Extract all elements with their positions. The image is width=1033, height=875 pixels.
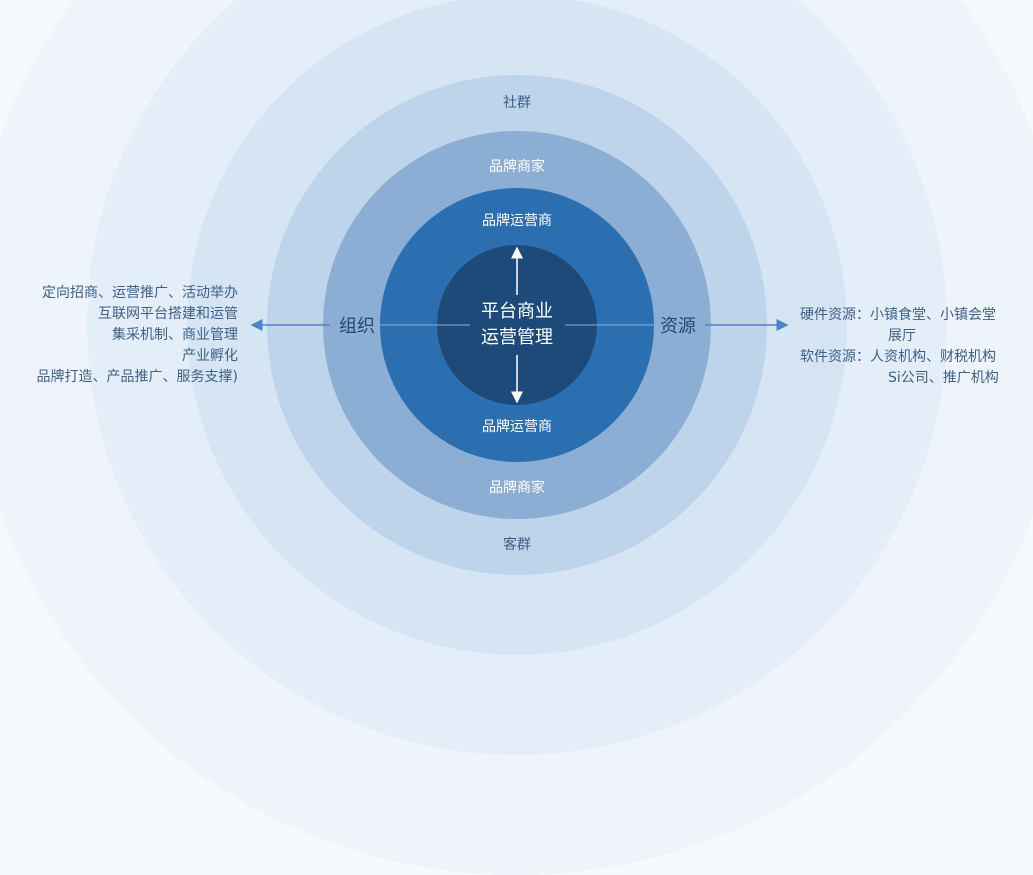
label-top-inner: 品牌运营商 <box>482 213 552 229</box>
center-title: 平台商业 运营管理 <box>481 299 553 351</box>
label-bottom-mid: 品牌商家 <box>489 480 545 496</box>
center-line-2: 运营管理 <box>481 327 553 348</box>
hardware-label: 硬件资源： <box>800 307 870 323</box>
label-customers: 客群 <box>503 537 531 553</box>
left-line: 集采机制、商业管理 <box>112 327 238 343</box>
hardware-line-2: 展厅 <box>888 328 916 344</box>
center-line-1: 平台商业 <box>481 301 553 322</box>
software-line-2: Si公司、推广机构 <box>888 370 999 386</box>
label-resources: 资源 <box>660 316 696 337</box>
arrows <box>250 246 789 404</box>
label-community: 社群 <box>503 95 531 111</box>
left-line: 定向招商、运营推广、活动举办 <box>42 285 238 301</box>
label-organization: 组织 <box>339 316 375 337</box>
right-description: 硬件资源：小镇食堂、小镇会堂 展厅 软件资源：人资机构、财税机构 Si公司、推广… <box>800 305 999 389</box>
left-line: 品牌打造、产品推广、服务支撑) <box>36 369 238 385</box>
left-line: 互联网平台搭建和运管 <box>98 306 238 322</box>
software-label: 软件资源： <box>800 349 870 365</box>
label-top-mid: 品牌商家 <box>489 159 545 175</box>
left-line: 产业孵化 <box>182 348 238 364</box>
left-description: 定向招商、运营推广、活动举办 互联网平台搭建和运管 集采机制、商业管理 产业孵化… <box>37 283 238 388</box>
software-line-1: 人资机构、财税机构 <box>870 349 996 365</box>
label-bottom-inner: 品牌运营商 <box>482 419 552 435</box>
hardware-line-1: 小镇食堂、小镇会堂 <box>870 307 996 323</box>
